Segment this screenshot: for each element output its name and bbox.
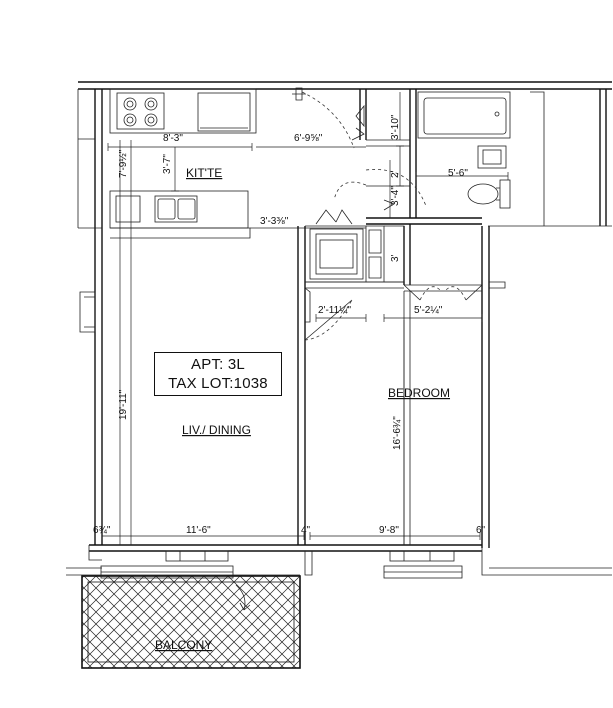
dim-closet-a: 3'-4" bbox=[390, 186, 401, 206]
apt-label: APT: 3L bbox=[191, 356, 245, 373]
dim-bedroom-depth: 16'-6¾" bbox=[392, 416, 403, 450]
dim-bath-depth: 3'-10" bbox=[390, 114, 401, 140]
room-bedroom-label: BEDROOM bbox=[388, 386, 450, 400]
dim-kitchen-width: 8'-3" bbox=[163, 133, 183, 144]
dim-living-width: 11'-6" bbox=[186, 525, 211, 536]
dim-living-depth: 19'-11" bbox=[118, 389, 129, 420]
door-swings bbox=[292, 87, 483, 341]
bath-fixtures bbox=[389, 91, 511, 218]
dimension-lines bbox=[101, 140, 483, 545]
kitchen-fixtures bbox=[109, 88, 257, 239]
dim-kitchen-depth: 7'-9½" bbox=[118, 149, 129, 178]
room-labels: KIT'TE LIV./ DINING BEDROOM BALCONY bbox=[155, 166, 450, 652]
room-living-label: LIV./ DINING bbox=[182, 423, 251, 437]
dim-closet-b: 2' bbox=[390, 170, 401, 178]
dimension-labels: 8'-3" 7'-9½" 3'-7" 6'-9⅝" 5'-6" 3'-10" 3… bbox=[93, 114, 486, 536]
exterior-walls bbox=[66, 81, 612, 576]
room-kitchen-label: KIT'TE bbox=[186, 166, 222, 180]
balcony bbox=[81, 575, 301, 669]
room-balcony-label: BALCONY bbox=[155, 638, 212, 652]
tax-lot-label: TAX LOT:1038 bbox=[168, 375, 268, 392]
dim-closet-c: 3' bbox=[390, 254, 401, 262]
dim-wall-left: 6¾" bbox=[93, 525, 111, 536]
dim-kitchen-counter: 3'-7" bbox=[162, 154, 173, 174]
balcony-windows bbox=[100, 550, 463, 611]
dim-bath-width: 5'-6" bbox=[448, 168, 468, 179]
kitchen-dimension-lines bbox=[107, 140, 366, 545]
dim-hall-depth: 3'-3⅜" bbox=[260, 216, 289, 227]
dim-bedroom-width: 9'-8" bbox=[379, 525, 399, 536]
unit-label-box: APT: 3L TAX LOT:1038 bbox=[154, 352, 282, 396]
dim-hall-width: 6'-9⅝" bbox=[294, 133, 323, 144]
dim-entry-width: 2'-11¼" bbox=[318, 304, 352, 316]
dim-bedroom-closet: 5'-2¼" bbox=[414, 304, 443, 316]
dim-wall-right: 6" bbox=[476, 525, 486, 536]
washer-dryer bbox=[309, 228, 364, 280]
interior-walls bbox=[297, 89, 482, 545]
dim-wall-mid: 4" bbox=[301, 525, 311, 536]
